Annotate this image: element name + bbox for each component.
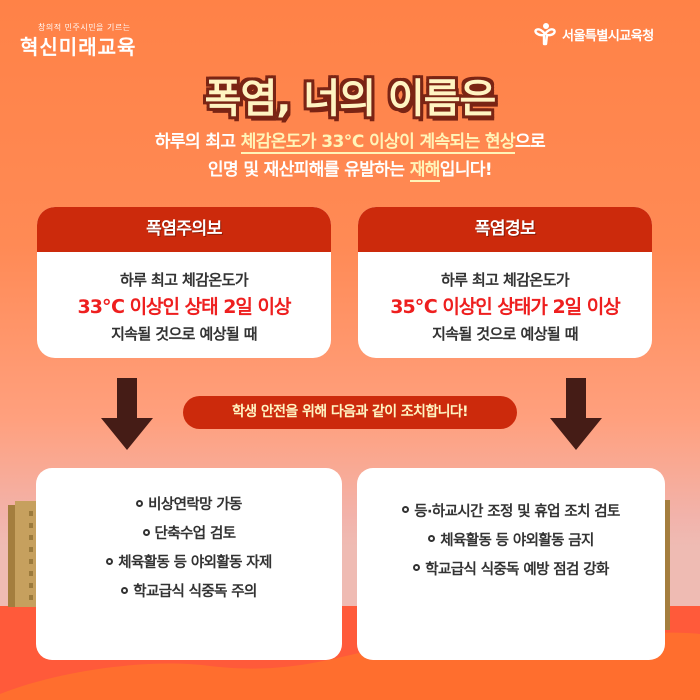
definition-text: 하루의 최고 체감온도가 33℃ 이상이 계속되는 현상으로 인명 및 재산피해… — [0, 128, 700, 184]
bullet-icon — [413, 564, 421, 571]
action-item: 학교급식 식중독 예방 점검 강화 — [413, 556, 609, 585]
criteria-condition: 33℃ 이상인 상태 2일 이상 — [77, 296, 292, 318]
action-item-text: 체육활동 등 야외활동 금지 — [440, 532, 594, 549]
safety-notice-pill: 학생 안전을 위해 다음과 같이 조치합니다! — [183, 396, 517, 429]
seoul-education-emblem-icon — [534, 23, 556, 46]
action-item-text: 비상연락망 가동 — [148, 497, 242, 513]
action-item: 비상연락망 가동 — [136, 491, 242, 520]
bullet-icon — [142, 528, 150, 536]
action-item: 단축수업 검토 — [142, 520, 236, 549]
criteria-line: 지속될 것으로 예상될 때 — [111, 325, 257, 343]
heat-advisory-card: 폭염주의보 하루 최고 체감온도가 33℃ 이상인 상태 2일 이상 지속될 것… — [37, 207, 331, 358]
heat-warning-card: 폭염경보 하루 최고 체감온도가 35℃ 이상인 상태가 2일 이상 지속될 것… — [358, 207, 652, 358]
seoul-education-office-name: 서울특별시교육청 — [562, 28, 654, 44]
bullet-icon — [121, 586, 129, 594]
definition-text-part: 하루의 최고 — [154, 132, 241, 152]
action-item-text: 체육활동 등 야외활동 자제 — [118, 555, 272, 571]
action-item: 등·하교시간 조정 및 휴업 조치 검토 — [402, 498, 620, 527]
bullet-icon — [428, 535, 436, 542]
action-item: 체육활동 등 야외활동 자제 — [106, 549, 272, 578]
arrow-down-icon — [550, 378, 602, 450]
action-item: 체육활동 등 야외활동 금지 — [428, 527, 594, 556]
heat-advisory-criteria: 하루 최고 체감온도가 33℃ 이상인 상태 2일 이상 지속될 것으로 예상될… — [37, 252, 331, 347]
definition-line-2: 인명 및 재산피해를 유발하는 재해입니다! — [0, 156, 700, 184]
definition-text-part: 인명 및 재산피해를 유발하는 — [207, 160, 410, 180]
criteria-line: 지속될 것으로 예상될 때 — [432, 325, 578, 343]
building-left-decoration — [8, 501, 37, 607]
bullet-icon — [402, 506, 410, 513]
definition-line-1: 하루의 최고 체감온도가 33℃ 이상이 계속되는 현상으로 — [0, 128, 700, 156]
bullet-icon — [136, 499, 144, 507]
definition-highlight: 재해 — [409, 160, 440, 182]
criteria-condition: 35℃ 이상인 상태가 2일 이상 — [390, 296, 620, 318]
logo-tagline: 창의적 민주시민을 기르는 — [38, 23, 131, 32]
logo-name: 혁신미래교육 — [20, 35, 137, 59]
action-item-text: 등·하교시간 조정 및 휴업 조치 검토 — [414, 503, 620, 520]
criteria-line: 하루 최고 체감온도가 — [119, 271, 249, 289]
definition-text-part: 입니다! — [439, 160, 493, 180]
action-item-text: 학교급식 식중독 예방 점검 강화 — [425, 561, 609, 578]
action-item-text: 단축수업 검토 — [154, 526, 236, 542]
advisory-actions-card: 비상연락망 가동 단축수업 검토 체육활동 등 야외활동 자제 학교급식 식중독… — [36, 468, 342, 660]
seoul-education-office-logo: 서울특별시교육청 — [534, 22, 654, 46]
bullet-icon — [106, 557, 114, 565]
definition-text-part: 으로 — [515, 132, 546, 152]
heat-advisory-heading: 폭염주의보 — [37, 207, 331, 252]
heat-warning-heading: 폭염경보 — [358, 207, 652, 252]
criteria-line: 하루 최고 체감온도가 — [440, 271, 570, 289]
building-right-decoration — [662, 500, 670, 630]
definition-highlight: 체감온도가 33℃ 이상이 계속되는 현상 — [240, 132, 516, 154]
warning-actions-card: 등·하교시간 조정 및 휴업 조치 검토 체육활동 등 야외활동 금지 학교급식… — [357, 468, 665, 660]
arrow-down-icon — [101, 378, 153, 450]
heat-warning-criteria: 하루 최고 체감온도가 35℃ 이상인 상태가 2일 이상 지속될 것으로 예상… — [358, 252, 652, 347]
page-title: 폭염, 너의 이름은 — [204, 76, 497, 122]
action-item: 학교급식 식중독 주의 — [121, 578, 257, 607]
innovation-education-logo: 창의적 민주시민을 기르는 혁신미래교육 — [20, 22, 136, 60]
action-item-text: 학교급식 식중독 주의 — [133, 584, 257, 600]
